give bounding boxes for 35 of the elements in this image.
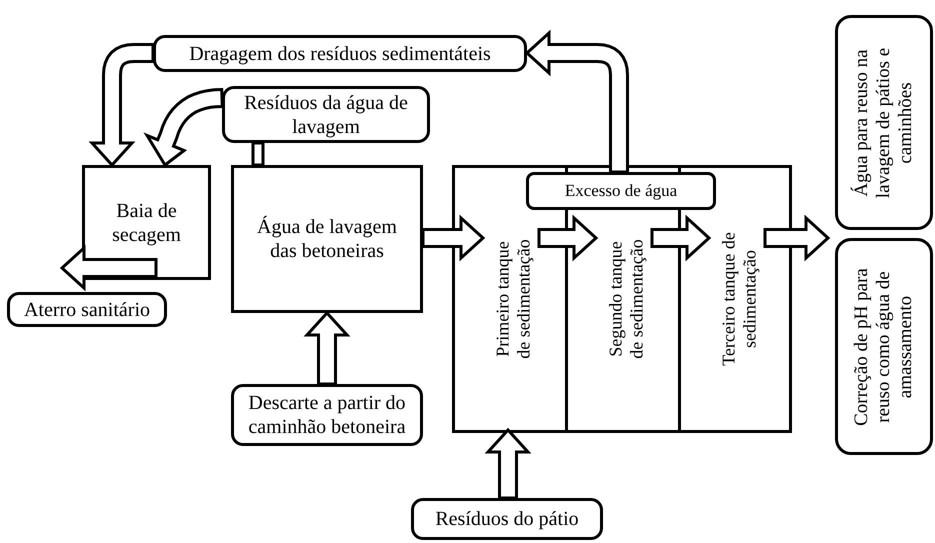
tank-label: Terceiro tanque de sedimentação — [718, 231, 760, 367]
box-label: Dragagem dos resíduos sedimentáteis — [189, 42, 491, 66]
rounded-box — [526, 172, 716, 210]
tank-label: Primeiro tanque de sedimentação — [492, 238, 534, 361]
box-label: Descarte a partir do caminhão betoneira — [247, 391, 407, 439]
hollow-arrow — [252, 142, 264, 166]
hollow-arrow — [60, 244, 158, 292]
box-label: Resíduos da água de lavagem — [243, 90, 409, 138]
hollow-arrow — [143, 88, 224, 168]
box-label: Aterro sanitário — [24, 298, 150, 322]
box-label: Água para reuso na lavagem de pátios e caminhões — [851, 46, 917, 200]
rounded-box — [7, 292, 167, 327]
box-label: Correção de pH para reuso como água de amassamento — [851, 266, 917, 428]
hollow-arrow — [88, 43, 154, 168]
box-label: Excesso de água — [564, 180, 678, 202]
hollow-arrow — [650, 214, 712, 262]
box-label: Baia de secagem — [111, 198, 182, 246]
tank-container — [452, 165, 792, 433]
process-box — [231, 165, 423, 313]
box-label: Água de lavagem das betoneiras — [256, 215, 398, 263]
hollow-arrow — [764, 214, 830, 262]
tank-label: Segundo tanque de sedimentação — [605, 238, 647, 361]
rounded-box — [411, 498, 603, 540]
rounded-box — [231, 384, 423, 446]
rounded-box — [835, 15, 933, 230]
hollow-arrow — [422, 214, 486, 262]
rounded-box — [835, 238, 933, 455]
rounded-box — [153, 35, 527, 72]
hollow-arrow — [524, 30, 629, 174]
rounded-box — [222, 86, 430, 143]
hollow-arrow — [484, 428, 532, 500]
hollow-arrow — [538, 214, 598, 262]
process-box — [82, 165, 211, 280]
box-label: Resíduos do pátio — [435, 507, 579, 531]
hollow-arrow — [304, 310, 350, 386]
